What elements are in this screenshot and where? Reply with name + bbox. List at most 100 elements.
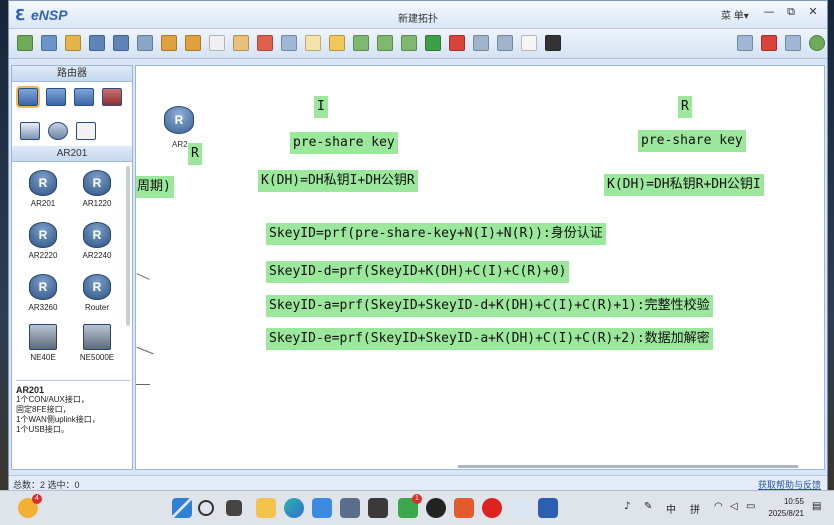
chat-icon[interactable] [737, 35, 753, 51]
link-line [136, 273, 150, 280]
annotation-r-node[interactable]: R [188, 143, 202, 165]
weather-icon[interactable]: 4 [18, 494, 42, 518]
router-icon: R [164, 106, 194, 134]
device-ar2220[interactable]: R AR2220 [16, 222, 70, 272]
notification-center-icon[interactable]: ▤ [812, 501, 822, 512]
switch-category-icon[interactable] [46, 88, 66, 106]
office-icon[interactable] [454, 498, 474, 518]
start-icon[interactable] [425, 35, 441, 51]
huawei-icon[interactable] [761, 35, 777, 51]
device-list-scrollbar[interactable] [126, 166, 130, 326]
annotation-kdh-left[interactable]: K(DH)=DH私钥I+DH公钥R [258, 170, 418, 192]
netease-icon[interactable] [482, 498, 502, 518]
description-title: AR201 [16, 385, 45, 395]
minimize-button[interactable]: — [763, 5, 775, 18]
menu-button[interactable]: 菜 单▾ [721, 11, 749, 22]
annotation-psk-right[interactable]: pre-share key [638, 130, 746, 152]
annotation-skeyid[interactable]: SkeyID=prf(pre-share-key+N(I)+N(R)):身份认证 [266, 223, 606, 245]
file-explorer-icon[interactable] [256, 498, 276, 518]
device-ne5000e[interactable]: NE5000E [70, 324, 124, 374]
annotation-skeyid-e[interactable]: SkeyID-e=prf(SkeyID+SkeyID-a+K(DH)+C(I)+… [266, 328, 713, 350]
new-topology-icon[interactable] [17, 35, 33, 51]
annotation-kdh-right[interactable]: K(DH)=DH私钥R+DH公钥I [604, 174, 764, 196]
zoom-out-icon[interactable] [377, 35, 393, 51]
annotation-skeyid-a[interactable]: SkeyID-a=prf(SkeyID+SkeyID-d+K(DH)+C(I)+… [266, 295, 713, 317]
zoom-in-icon[interactable] [353, 35, 369, 51]
device-router[interactable]: R Router [70, 274, 124, 324]
device-ne40e[interactable]: NE40E [16, 324, 70, 374]
annotation-responder[interactable]: R [678, 96, 692, 118]
annotation-psk-left[interactable]: pre-share key [290, 132, 398, 154]
annotation-skeyid-d[interactable]: SkeyID-d=prf(SkeyID+K(DH)+C(I)+C(R)+0) [266, 261, 570, 283]
restore-button[interactable]: ⧉ [787, 5, 795, 18]
edge-icon[interactable] [284, 498, 304, 518]
device-ar1220[interactable]: R AR1220 [70, 170, 124, 220]
subcategory-header: AR201 [12, 146, 132, 162]
firewall-category-icon[interactable] [102, 88, 122, 106]
pen-icon[interactable]: ✎ [644, 501, 653, 512]
fit-icon[interactable] [401, 35, 417, 51]
router-category-icon[interactable] [16, 86, 40, 108]
ime-pinyin[interactable]: 拼 [690, 505, 700, 516]
canvas-hscrollbar[interactable] [458, 465, 798, 468]
chassis-icon [29, 324, 57, 350]
store-icon[interactable] [312, 498, 332, 518]
search-icon[interactable] [198, 500, 214, 516]
pc-category-icon[interactable] [20, 122, 40, 140]
hand-icon[interactable] [233, 35, 249, 51]
app-icon-green[interactable]: 1 [398, 494, 422, 518]
save-icon[interactable] [89, 35, 105, 51]
device-ar3260[interactable]: R AR3260 [16, 274, 70, 324]
ensp-taskbar-icon[interactable] [510, 498, 530, 518]
undo-icon[interactable] [161, 35, 177, 51]
task-view-icon[interactable] [226, 500, 242, 516]
router-icon: R [29, 222, 57, 248]
wifi-icon[interactable]: ◠ [714, 501, 723, 512]
open-icon[interactable] [65, 35, 81, 51]
terminal-icon[interactable] [545, 35, 561, 51]
annotation-cut-text[interactable]: 周期) [136, 176, 174, 198]
vmware-icon[interactable] [340, 498, 360, 518]
topology-icon[interactable] [521, 35, 537, 51]
status-bar: 总数：2 选中：0 获取帮助与反馈 [9, 475, 827, 491]
device-ar2240[interactable]: R AR2240 [70, 222, 124, 272]
annotation-initiator[interactable]: I [314, 96, 328, 118]
new-lab-icon[interactable] [41, 35, 57, 51]
text-icon[interactable] [305, 35, 321, 51]
help-icon[interactable] [809, 35, 825, 51]
description-line: 固定8FE接口， [16, 405, 71, 414]
start-icon[interactable] [172, 498, 192, 518]
save-as-icon[interactable] [113, 35, 129, 51]
unity-icon[interactable] [368, 498, 388, 518]
qq-icon[interactable] [426, 498, 446, 518]
toolbar [9, 29, 827, 59]
capture-icon[interactable] [473, 35, 489, 51]
description-line: 1个WAN侧uplink接口， [16, 415, 100, 424]
select-icon[interactable] [209, 35, 225, 51]
volume-icon[interactable]: ◁ [730, 501, 738, 512]
device-ar201[interactable]: R AR201 [16, 170, 70, 220]
ime-chinese[interactable]: 中 [666, 505, 676, 516]
word-icon[interactable] [538, 498, 558, 518]
system-clock[interactable]: 10:55 2025/8/21 [768, 496, 804, 520]
cloud-category-icon[interactable] [48, 122, 68, 140]
redo-icon[interactable] [185, 35, 201, 51]
palette-icon[interactable] [329, 35, 345, 51]
help-feedback-link[interactable]: 获取帮助与反馈 [757, 480, 821, 490]
device-label: AR1220 [82, 199, 112, 208]
grid-icon[interactable] [497, 35, 513, 51]
close-button[interactable]: ✕ [808, 5, 818, 18]
router-node-ar2[interactable]: R AR2 [164, 106, 194, 149]
settings-icon[interactable] [785, 35, 801, 51]
clear-icon[interactable] [281, 35, 297, 51]
topology-canvas[interactable]: R AR2 R 周期) I R pre-share key pre-share … [135, 65, 825, 470]
wlan-category-icon[interactable] [74, 88, 94, 106]
battery-icon[interactable]: ▭ [746, 501, 756, 512]
stop-icon[interactable] [449, 35, 465, 51]
print-icon[interactable] [137, 35, 153, 51]
cable-category-icon[interactable] [76, 122, 96, 140]
mic-icon[interactable]: ♪ [624, 501, 631, 512]
device-label: Router [84, 303, 109, 312]
delete-icon[interactable] [257, 35, 273, 51]
